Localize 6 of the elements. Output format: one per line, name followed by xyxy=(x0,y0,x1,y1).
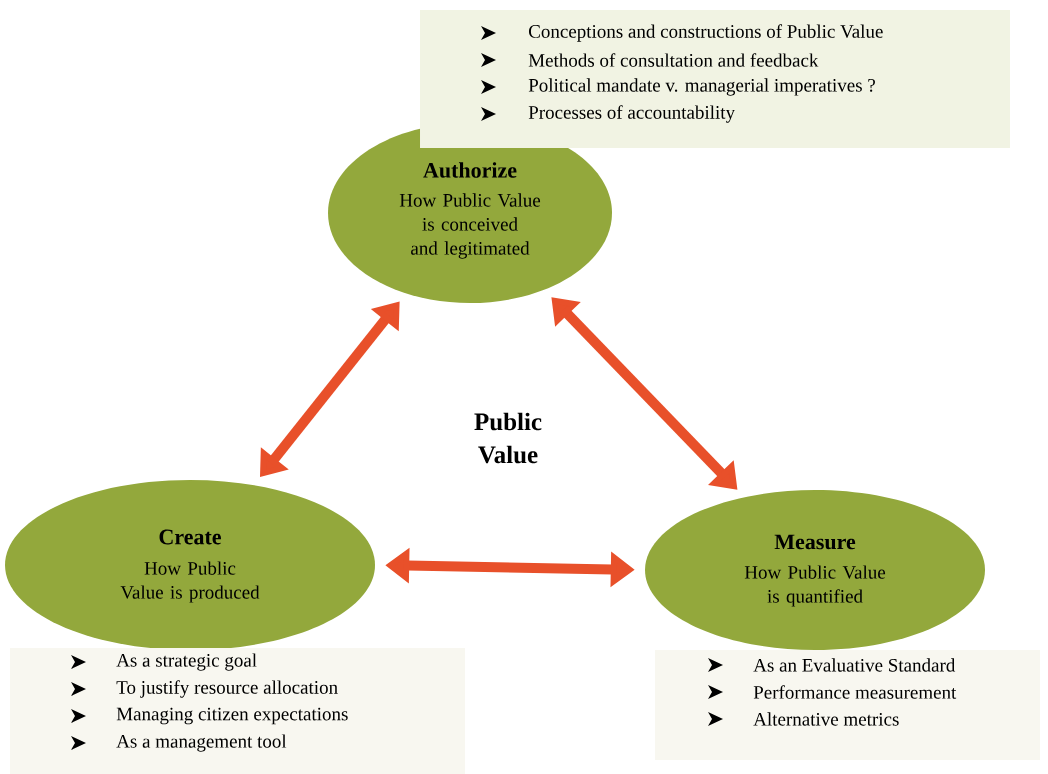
list-box: As an Evaluative Standard Performance measurement Alternative metrics xyxy=(655,650,1040,760)
list-box: Conceptions and constructions of Public Value Methods of consultation and feedback Political mandate v. managerial imperatives ? Processes of accountability xyxy=(420,10,1010,148)
center-label: Public Value xyxy=(474,412,542,464)
ellipse-node: Create How Public Value is produced xyxy=(5,480,375,650)
list-box: As a strategic goal To justify resource allocation Managing citizen expectations As a management tool xyxy=(10,648,465,774)
ellipse-node: Measure How Public Value is quantified xyxy=(645,490,985,650)
